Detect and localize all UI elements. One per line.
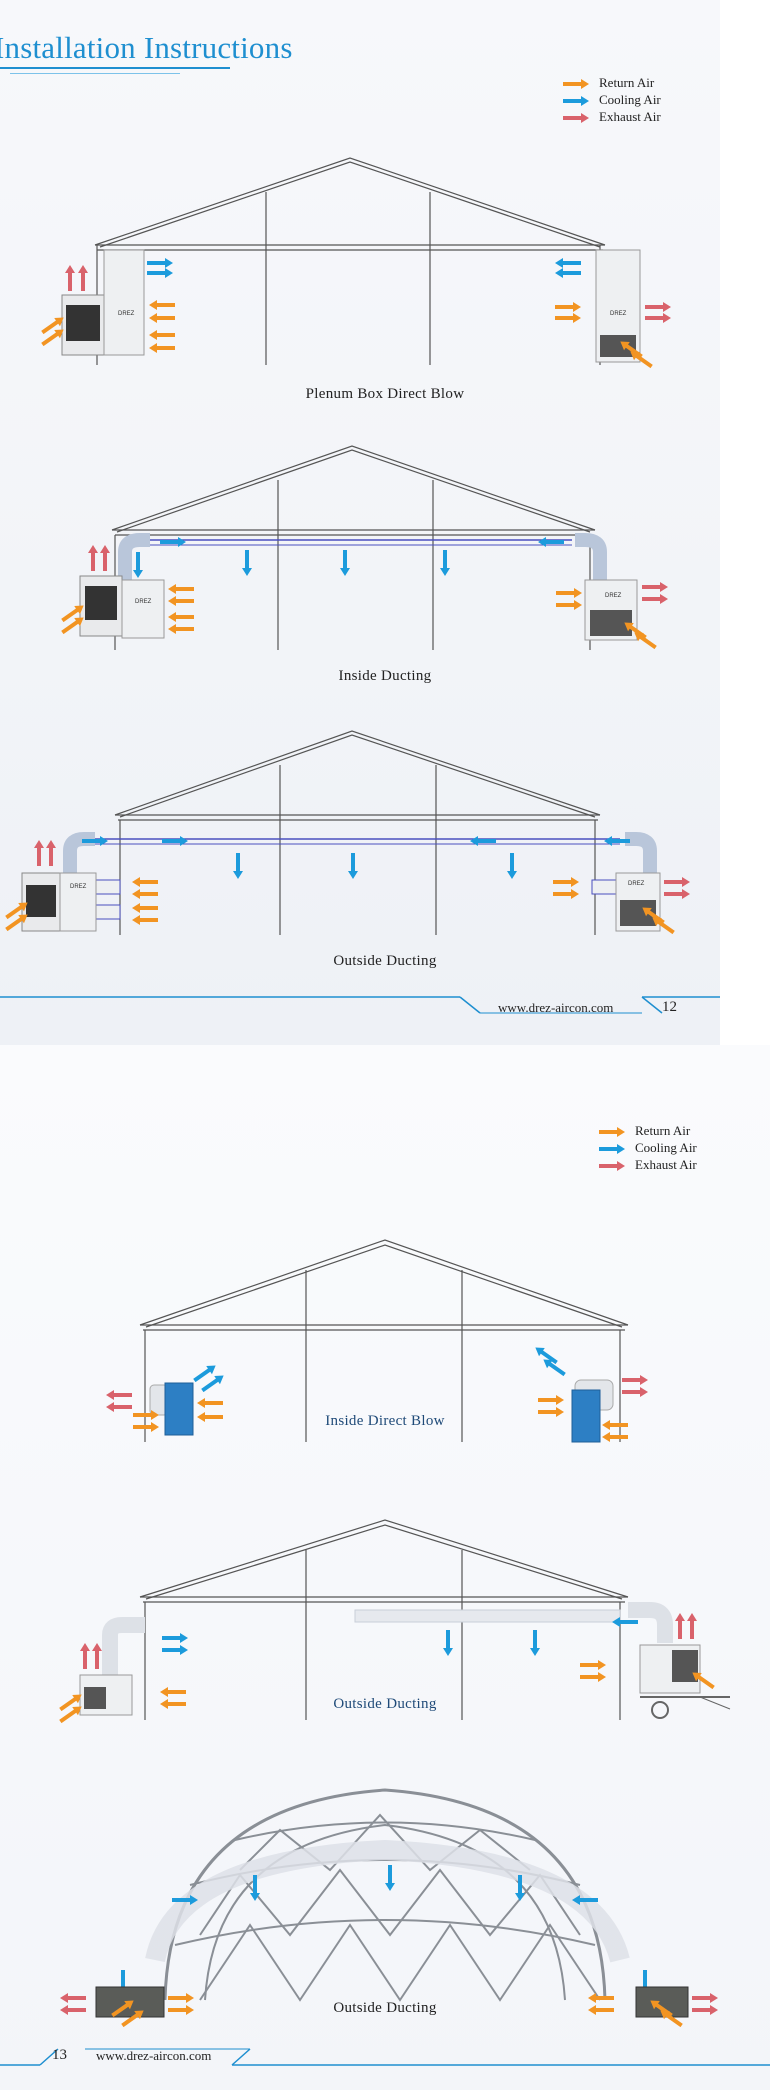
page-number: 13: [52, 2047, 67, 2063]
return-air-arrow-icon: [563, 79, 589, 89]
return-air-arrow-icon: [599, 1127, 625, 1137]
svg-text:DREZ: DREZ: [118, 311, 135, 317]
right-ac-unit: DREZ: [595, 249, 641, 363]
footer-website: www.drez-aircon.com: [96, 2048, 212, 2063]
cooling-air-arrow-icon: [599, 1144, 625, 1154]
plenum-box-diagram: DREZ DREZ: [39, 157, 671, 371]
duct: [145, 1839, 630, 1963]
cooling-air-arrow-icon: [563, 96, 589, 106]
inside-ducting-diagram: DREZ DREZ: [59, 445, 668, 652]
footer-website: www.drez-aircon.com: [498, 1000, 614, 1015]
footer-line: [0, 996, 720, 1014]
inside-direct-blow-diagram: [106, 1239, 648, 1443]
tent-frame: [139, 1239, 629, 1442]
exhaust-air-arrow-icon: [599, 1161, 625, 1171]
tent-frame: [114, 730, 601, 935]
caption-inside-direct-blow: Inside Direct Blow: [325, 1413, 445, 1429]
caption-outside-ducting: Outside Ducting: [333, 953, 437, 969]
legend-label: Exhaust Air: [599, 109, 661, 124]
left-ac-unit: [149, 1382, 194, 1436]
page-number: 12: [662, 999, 677, 1015]
svg-text:DREZ: DREZ: [628, 881, 645, 887]
svg-text:DREZ: DREZ: [610, 311, 627, 317]
legend-label: Return Air: [635, 1123, 691, 1138]
legend-label: Return Air: [599, 75, 655, 90]
dome-outside-ducting-diagram: [60, 1788, 718, 2030]
right-ac-unit: DREZ: [584, 579, 638, 641]
caption-plenum-box-direct-blow: Plenum Box Direct Blow: [305, 386, 465, 402]
caption-outside-ducting-trailer: Outside Ducting: [333, 1696, 437, 1712]
legend-label: Exhaust Air: [635, 1157, 697, 1172]
exhaust-air-arrow-icon: [563, 113, 589, 123]
page-margin: [720, 0, 770, 1045]
svg-text:DREZ: DREZ: [135, 599, 152, 605]
svg-text:DREZ: DREZ: [605, 593, 622, 599]
page-title: Installation Instructions: [0, 30, 293, 65]
page-12: Installation Instructions Return Air Coo…: [0, 0, 770, 1045]
outside-ducting-diagram: DREZ DREZ: [3, 730, 690, 937]
svg-text:DREZ: DREZ: [70, 884, 87, 890]
footer-line: [0, 2048, 770, 2066]
page-13: Return Air Cooling Air Exhaust Air: [0, 1045, 770, 2090]
outside-ducting-trailer-diagram: [57, 1519, 731, 1726]
caption-dome-outside-ducting: Outside Ducting: [333, 2000, 437, 2016]
legend-label: Cooling Air: [599, 92, 661, 107]
legend-label: Cooling Air: [635, 1140, 697, 1155]
left-ac-unit: DREZ: [61, 249, 145, 356]
tent-frame: [111, 445, 596, 650]
title-underline-secondary: [10, 73, 180, 74]
title-underline: [0, 67, 230, 69]
left-ac-unit: DREZ: [21, 872, 97, 932]
duct: [118, 533, 607, 580]
left-ac-unit: [79, 1617, 145, 1716]
caption-inside-ducting: Inside Ducting: [338, 668, 432, 684]
right-ac-unit-trailer: [628, 1602, 731, 1719]
right-ac-unit: [571, 1379, 614, 1443]
geodesic-dome: [163, 1788, 607, 2002]
duct: [354, 1609, 621, 1623]
left-ac-unit: DREZ: [79, 575, 165, 639]
right-ac-unit: DREZ: [615, 872, 661, 932]
